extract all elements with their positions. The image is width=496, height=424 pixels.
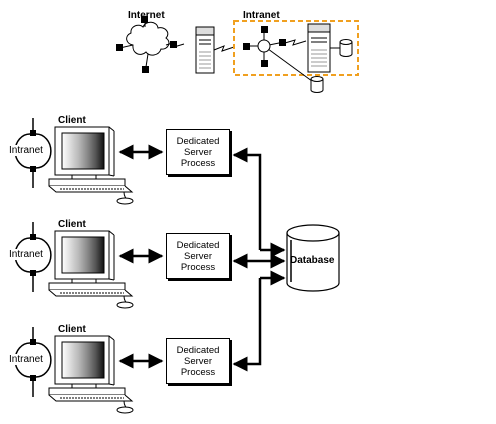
intranet-region	[233, 20, 359, 76]
client-computer-icon	[48, 230, 134, 309]
process-label-line: Process	[180, 157, 216, 169]
small-database-icon	[339, 39, 353, 57]
node-icon	[261, 26, 268, 33]
process-label-line: Dedicated	[176, 344, 220, 356]
process-label-line: Server	[184, 146, 212, 158]
mouse-icon	[116, 197, 134, 205]
db-connectors	[232, 147, 286, 372]
node-icon	[116, 44, 123, 51]
process-label-line: Dedicated	[176, 239, 220, 251]
process-label-line: Server	[184, 355, 212, 367]
client-computer-icon	[48, 126, 134, 205]
process-label-line: Process	[180, 366, 216, 378]
connector-arrow	[232, 278, 262, 372]
intranet-label: Intranet	[8, 145, 44, 156]
node-icon	[170, 41, 177, 48]
internet-server-icon	[195, 26, 215, 74]
internet-cloud-group	[116, 16, 185, 73]
node-icon	[261, 60, 268, 67]
small-database-icon	[310, 76, 324, 93]
client-label: Client	[58, 115, 86, 126]
client-computer-icon	[48, 335, 134, 414]
node-icon	[142, 66, 149, 73]
intranet-label: Intranet	[8, 354, 44, 365]
process-label-line: Process	[180, 261, 216, 273]
database-label: Database	[290, 255, 335, 266]
client-label: Client	[58, 219, 86, 230]
node-icon	[243, 43, 250, 50]
hub-icon	[257, 39, 271, 53]
intranet-label: Intranet	[8, 249, 44, 260]
node-icon	[279, 39, 286, 46]
connector-arrow	[232, 147, 262, 250]
process-label-line: Dedicated	[176, 135, 220, 147]
intranet-server-icon	[307, 23, 331, 73]
internet-label: Internet	[128, 10, 165, 21]
intranet-hub-group	[243, 26, 317, 85]
client-label: Client	[58, 324, 86, 335]
mouse-icon	[116, 406, 134, 414]
lan-link-icon	[284, 39, 307, 46]
client-row	[14, 118, 164, 205]
process-label-line: Server	[184, 250, 212, 262]
node-icon	[141, 16, 148, 23]
mouse-icon	[116, 301, 134, 309]
intranet-ring-icon	[14, 118, 52, 188]
client-row	[14, 327, 164, 414]
database-icon	[286, 224, 340, 292]
intranet-top-label: Intranet	[243, 10, 280, 21]
client-row	[14, 222, 164, 309]
internet-cloud-icon	[126, 21, 170, 56]
wan-link-icon	[213, 45, 235, 52]
